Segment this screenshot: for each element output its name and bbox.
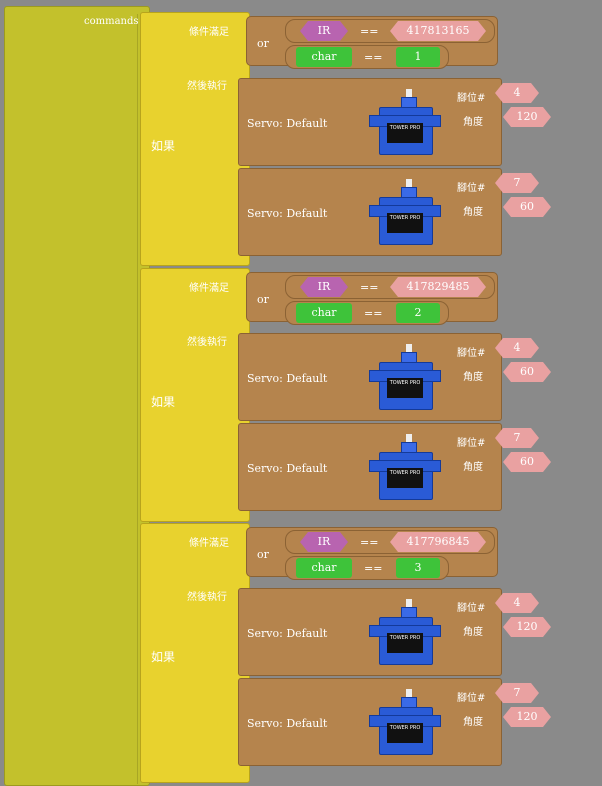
servo-label: Servo: Default [247, 462, 328, 475]
servo-motor-icon: TOWER PRO [367, 87, 441, 159]
then-label: 然後執行 [187, 592, 227, 603]
ir-value[interactable]: 417796845 [390, 532, 486, 552]
pin-label: 腳位# [457, 93, 486, 104]
angle-label: 角度 [463, 207, 483, 218]
servo-motor-icon: TOWER PRO [367, 432, 441, 504]
ir-compare[interactable]: IR == 417796845 [285, 530, 495, 554]
then-label: 然後執行 [187, 337, 227, 348]
ir-value[interactable]: 417813165 [390, 21, 486, 41]
condition-label: 條件滿足 [189, 27, 229, 38]
angle-value[interactable]: 120 [503, 707, 551, 727]
ir-tag[interactable]: IR [300, 532, 348, 552]
pin-value[interactable]: 4 [495, 83, 539, 103]
if-block[interactable]: 條件滿足 然後執行 如果 [140, 268, 250, 522]
ir-tag[interactable]: IR [300, 277, 348, 297]
servo-motor-icon: TOWER PRO [367, 597, 441, 669]
angle-label: 角度 [463, 117, 483, 128]
angle-label: 角度 [463, 717, 483, 728]
servo-label: Servo: Default [247, 207, 328, 220]
pin-value[interactable]: 7 [495, 173, 539, 193]
equals-op[interactable]: == [364, 307, 383, 320]
pin-value[interactable]: 4 [495, 593, 539, 613]
angle-label: 角度 [463, 462, 483, 473]
char-value[interactable]: 1 [396, 47, 440, 67]
servo-block[interactable]: Servo: Default TOWER PRO 腳位# 4 角度 120 [238, 78, 502, 166]
pin-value[interactable]: 7 [495, 683, 539, 703]
char-compare[interactable]: char == 2 [285, 301, 449, 325]
sticker-text: TOWER PRO [387, 123, 423, 143]
or-label: or [257, 293, 269, 306]
if-label: 如果 [151, 395, 176, 409]
sticker-text: TOWER PRO [387, 468, 423, 488]
servo-label: Servo: Default [247, 717, 328, 730]
angle-value[interactable]: 120 [503, 617, 551, 637]
char-compare[interactable]: char == 1 [285, 45, 449, 69]
pin-value[interactable]: 7 [495, 428, 539, 448]
pin-label: 腳位# [457, 693, 486, 704]
equals-op[interactable]: == [360, 536, 379, 549]
ir-value[interactable]: 417829485 [390, 277, 486, 297]
pin-label: 腳位# [457, 348, 486, 359]
char-value[interactable]: 3 [396, 558, 440, 578]
servo-label: Servo: Default [247, 627, 328, 640]
pin-label: 腳位# [457, 183, 486, 194]
servo-block[interactable]: Servo: Default TOWER PRO 腳位# 4 角度 60 [238, 333, 502, 421]
char-tag[interactable]: char [296, 558, 352, 578]
or-label: or [257, 548, 269, 561]
sticker-text: TOWER PRO [387, 378, 423, 398]
ir-tag[interactable]: IR [300, 21, 348, 41]
char-tag[interactable]: char [296, 303, 352, 323]
angle-label: 角度 [463, 627, 483, 638]
if-block[interactable]: 條件滿足 然後執行 如果 [140, 523, 250, 783]
servo-label: Servo: Default [247, 372, 328, 385]
servo-block[interactable]: Servo: Default TOWER PRO 腳位# 7 角度 60 [238, 168, 502, 256]
angle-value[interactable]: 60 [503, 197, 551, 217]
or-block[interactable]: or IR == 417829485 char == 2 [246, 272, 498, 325]
equals-op[interactable]: == [364, 51, 383, 64]
angle-value[interactable]: 60 [503, 452, 551, 472]
or-label: or [257, 37, 269, 50]
condition-label: 條件滿足 [189, 283, 229, 294]
char-compare[interactable]: char == 3 [285, 556, 449, 580]
sticker-text: TOWER PRO [387, 213, 423, 233]
servo-motor-icon: TOWER PRO [367, 342, 441, 414]
char-value[interactable]: 2 [396, 303, 440, 323]
if-label: 如果 [151, 139, 176, 153]
equals-op[interactable]: == [360, 281, 379, 294]
angle-label: 角度 [463, 372, 483, 383]
if-block[interactable]: 條件滿足 然後執行 如果 [140, 12, 250, 266]
servo-block[interactable]: Servo: Default TOWER PRO 腳位# 7 角度 60 [238, 423, 502, 511]
equals-op[interactable]: == [364, 562, 383, 575]
pin-label: 腳位# [457, 438, 486, 449]
char-tag[interactable]: char [296, 47, 352, 67]
condition-label: 條件滿足 [189, 538, 229, 549]
sticker-text: TOWER PRO [387, 723, 423, 743]
angle-value[interactable]: 60 [503, 362, 551, 382]
servo-block[interactable]: Servo: Default TOWER PRO 腳位# 4 角度 120 [238, 588, 502, 676]
pin-value[interactable]: 4 [495, 338, 539, 358]
ir-compare[interactable]: IR == 417813165 [285, 19, 495, 43]
if-label: 如果 [151, 650, 176, 664]
servo-motor-icon: TOWER PRO [367, 687, 441, 759]
servo-motor-icon: TOWER PRO [367, 177, 441, 249]
servo-block[interactable]: Servo: Default TOWER PRO 腳位# 7 角度 120 [238, 678, 502, 766]
then-label: 然後執行 [187, 81, 227, 92]
commands-label: commands [84, 16, 139, 27]
ir-compare[interactable]: IR == 417829485 [285, 275, 495, 299]
equals-op[interactable]: == [360, 25, 379, 38]
or-block[interactable]: or IR == 417796845 char == 3 [246, 527, 498, 580]
sticker-text: TOWER PRO [387, 633, 423, 653]
angle-value[interactable]: 120 [503, 107, 551, 127]
or-block[interactable]: or IR == 417813165 char == 1 [246, 16, 498, 69]
servo-label: Servo: Default [247, 117, 328, 130]
commands-body [6, 14, 138, 784]
pin-label: 腳位# [457, 603, 486, 614]
